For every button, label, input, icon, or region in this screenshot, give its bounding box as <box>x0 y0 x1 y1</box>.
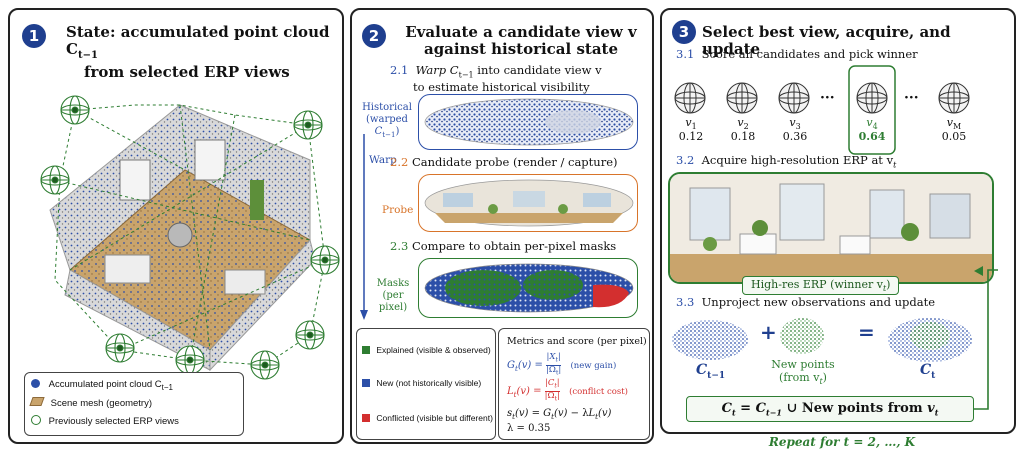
candidate-label-m: vM <box>946 116 962 132</box>
step-2-3-caption: 2.3 Compare to obtain per-pixel masks <box>390 239 617 253</box>
plus-sign: + <box>760 320 777 344</box>
mask-legend: Explained (visible & observed) New (not … <box>356 328 496 440</box>
candidate-score-3: 0.36 <box>782 130 808 143</box>
candidate-score-m: 0.05 <box>941 130 967 143</box>
legend-item-scene-mesh: Scene mesh (geometry) <box>29 397 152 409</box>
cloud-new-label: Ct <box>920 362 936 381</box>
candidate-label-1: v1 <box>685 116 697 132</box>
legend-item-erp-views: Previously selected ERP views <box>31 415 179 427</box>
candidate-score-1: 0.12 <box>678 130 704 143</box>
cloud-prev-label: Ct−1 <box>696 362 726 381</box>
legend: Accumulated point cloud Ct−1 Scene mesh … <box>24 372 244 436</box>
probe-label: Probe <box>382 204 414 216</box>
panel-state: 1 State: accumulated point cloud Ct−1 fr… <box>8 8 344 444</box>
new-points-label: New points (from vt) <box>771 358 835 387</box>
score-equation: st(v) = Gt(v) − λLt(v) <box>507 408 612 421</box>
ellipsis-right: ··· <box>904 90 919 106</box>
mask-legend-new: New (not historically visible) <box>362 378 481 388</box>
candidate-label-winner: v4 <box>866 116 878 132</box>
cost-equation: Lt(v) = |Ct||Ωt| (conflict cost) <box>507 378 628 403</box>
update-equation: Ct = Ct−1 ∪ New points from vt <box>686 396 974 422</box>
step-3-1-caption: 3.1 Score all candidates and pick winner <box>676 47 918 61</box>
historical-erp-frame <box>418 94 638 150</box>
step-3-2-caption: 3.2 Acquire high-resolution ERP at vt <box>676 153 897 170</box>
step-number-badge: 2 <box>362 24 386 48</box>
step-3-3-caption: 3.3 Unproject new observations and updat… <box>676 295 936 309</box>
panel-title: State: accumulated point cloud Ct−1 from… <box>66 23 330 81</box>
point-cloud-scene <box>40 95 340 380</box>
masks-erp-image <box>424 263 634 313</box>
equals-sign: = <box>858 320 875 344</box>
step-2-1-caption: 2.1 Warp Ct−1 into candidate view v to e… <box>390 63 602 95</box>
historical-erp-image <box>424 98 634 146</box>
step-2-2-caption: 2.2 Candidate probe (render / capture) <box>390 155 618 169</box>
ellipsis-left: ··· <box>820 90 835 106</box>
panel-title: Select best view, acquire, and update <box>702 23 951 58</box>
lambda-value: λ = 0.35 <box>507 423 551 434</box>
hires-erp-frame <box>668 172 994 284</box>
metrics-box: Metrics and score (per pixel) Gt(v) = |X… <box>498 328 650 440</box>
repeat-caption: Repeat for t = 2, …, K <box>722 436 962 449</box>
update-point-clouds <box>672 266 998 410</box>
masks-label: Masks(per pixel) <box>376 278 410 313</box>
panel-select-update: 3 Select best view, acquire, and update … <box>660 8 1016 434</box>
metrics-title: Metrics and score (per pixel) <box>507 336 647 347</box>
candidate-spheres <box>674 65 970 155</box>
candidate-label-2: v2 <box>737 116 749 132</box>
candidate-score-winner: 0.64 <box>858 130 886 143</box>
masks-erp-frame <box>418 258 638 318</box>
probe-erp-frame <box>418 174 638 232</box>
candidate-score-2: 0.18 <box>730 130 756 143</box>
candidate-label-3: v3 <box>789 116 801 132</box>
hires-erp-image <box>670 174 992 282</box>
probe-erp-image <box>424 179 634 227</box>
legend-item-point-cloud: Accumulated point cloud Ct−1 <box>31 379 173 392</box>
mask-legend-conflicted: Conflicted (visible but different) <box>362 413 493 423</box>
step-number-badge: 3 <box>672 20 696 44</box>
step-number-badge: 1 <box>22 24 46 48</box>
gain-equation: Gt(v) = |Xt||Ωt| (new gain) <box>507 352 617 377</box>
warp-arrow <box>360 134 368 320</box>
warp-label: Warp <box>369 154 397 166</box>
hires-erp-label: High-res ERP (winner vt) <box>742 276 900 296</box>
mask-legend-explained: Explained (visible & observed) <box>362 345 491 355</box>
historical-label: Historical(warped Ct−1) <box>362 102 412 139</box>
